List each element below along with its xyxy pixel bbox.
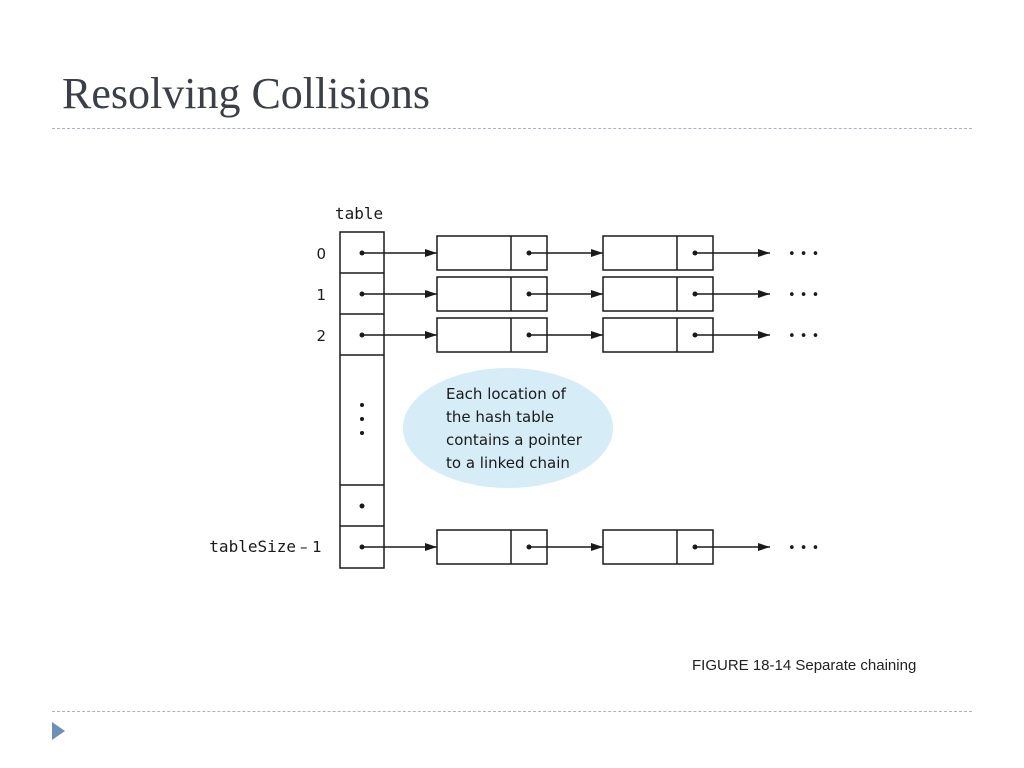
- array-slot-pointer: [359, 503, 365, 509]
- row-label-last: tableSize: [209, 537, 296, 556]
- chain-row-1: [359, 276, 770, 312]
- title-divider: [52, 128, 972, 129]
- chain-row-0: [359, 235, 770, 271]
- chain-continuation-last: • • •: [788, 541, 819, 556]
- row-label-1: 1: [316, 286, 326, 304]
- chain-continuation-2: • • •: [788, 329, 819, 344]
- note-bubble: [403, 368, 613, 488]
- chain-row-2: [359, 317, 770, 353]
- note-line-3: contains a pointer: [446, 431, 583, 449]
- note-text: Each location of the hash table contains…: [446, 385, 587, 472]
- array-label: table: [335, 204, 383, 223]
- row-label-0: 0: [316, 245, 326, 263]
- note-line-1: Each location of: [446, 385, 567, 403]
- chain-continuation-1: • • •: [788, 288, 819, 303]
- next-slide-arrow-icon[interactable]: [52, 722, 65, 740]
- footer-divider: [52, 711, 972, 712]
- row-label-last-suffix: – 1: [300, 538, 322, 556]
- slide-title: Resolving Collisions: [62, 69, 430, 118]
- chain-row-last: [359, 529, 770, 565]
- chain-continuation-0: • • •: [788, 247, 819, 262]
- row-label-2: 2: [316, 327, 326, 345]
- figure-caption: FIGURE 18-14 Separate chaining: [692, 657, 917, 674]
- note-line-4: to a linked chain: [446, 454, 570, 472]
- array-ellipsis: [360, 403, 364, 435]
- hash-table-array: [339, 231, 385, 569]
- note-line-2: the hash table: [446, 408, 554, 426]
